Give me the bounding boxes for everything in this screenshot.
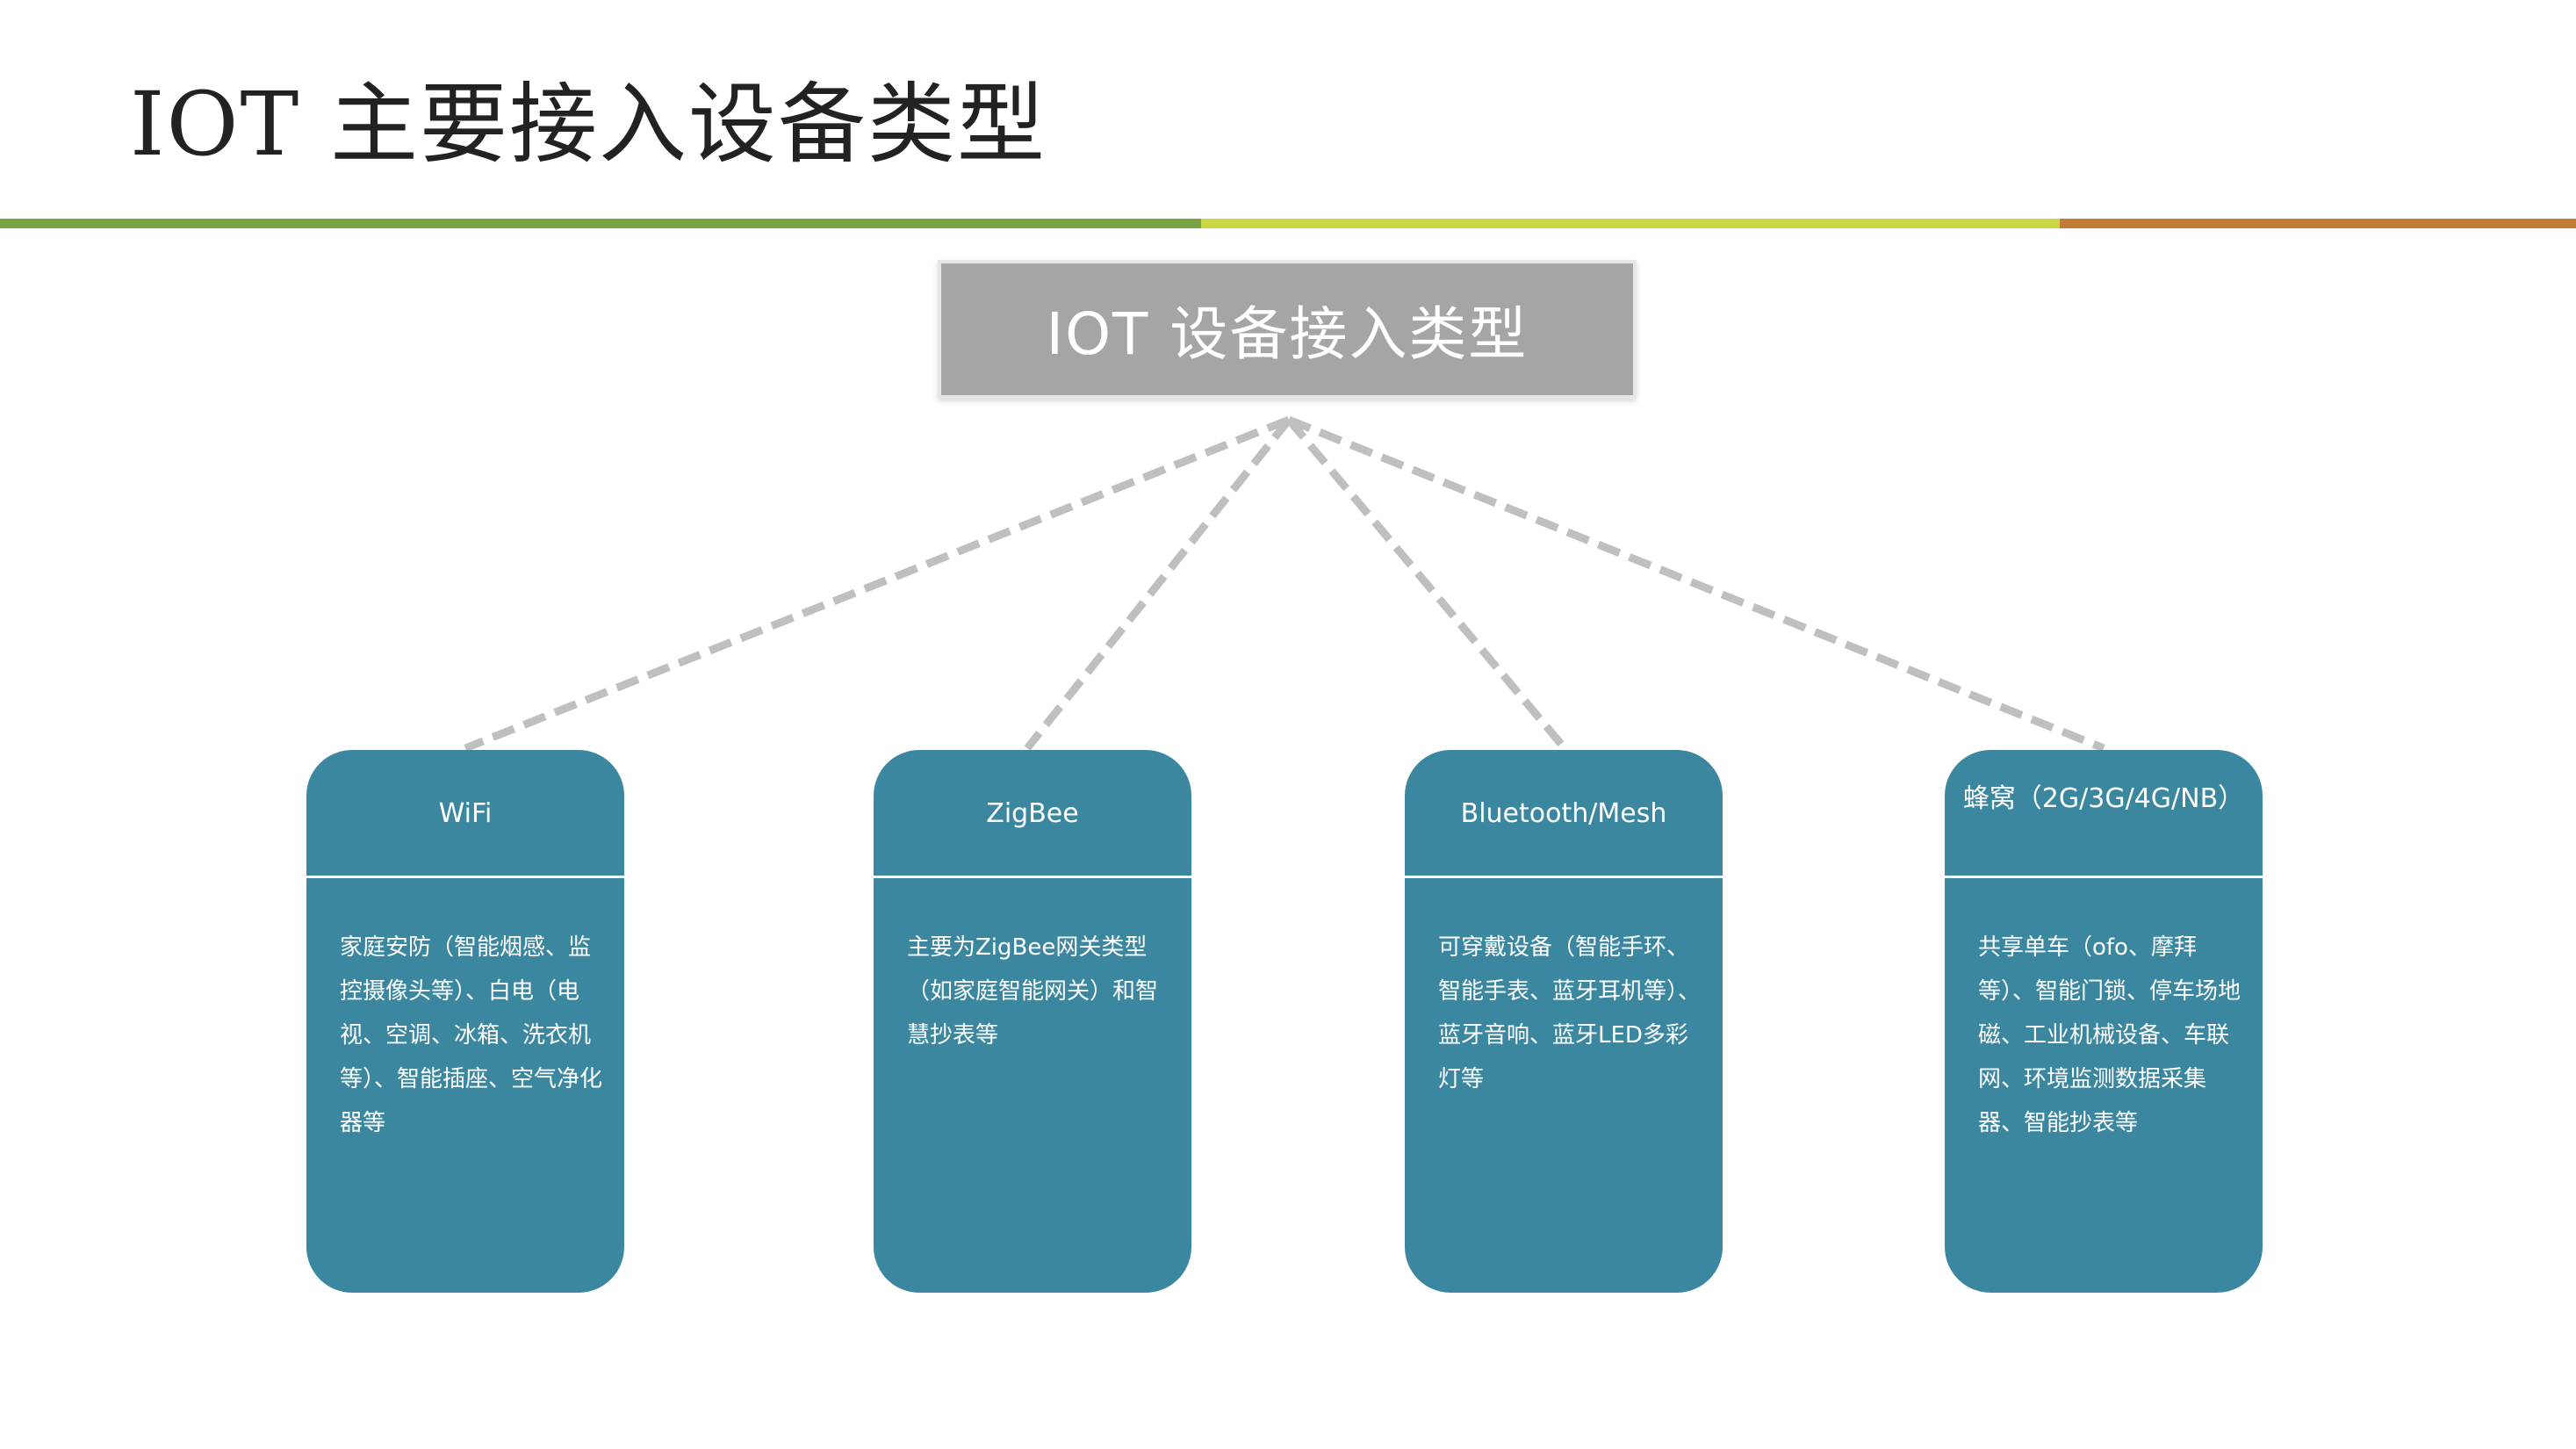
- root-node: IOT 设备接入类型: [938, 260, 1637, 399]
- accent-rule-orange: [2060, 219, 2576, 228]
- card-divider: [1945, 876, 2263, 878]
- slide-title: IOT 主要接入设备类型: [130, 73, 1047, 176]
- root-label: IOT 设备接入类型: [1046, 300, 1529, 368]
- card-title: Bluetooth/Mesh: [1460, 797, 1667, 829]
- type-card-cellular: 蜂窝（2G/3G/4G/NB） 共享单车（ofo、摩拜等）、智能门锁、停车场地磁…: [1945, 750, 2263, 1293]
- connector-bluetooth: [1285, 417, 1568, 751]
- card-divider: [306, 876, 624, 878]
- card-title: ZigBee: [986, 797, 1079, 829]
- connector-zigbee: [1024, 417, 1292, 751]
- connector-wifi: [464, 415, 1291, 753]
- connector-cellular: [1287, 415, 2105, 753]
- type-card-wifi: WiFi 家庭安防（智能烟感、监控摄像头等）、白电（电视、空调、冰箱、洗衣机等）…: [306, 750, 624, 1293]
- card-title: WiFi: [438, 797, 493, 829]
- card-title: 蜂窝（2G/3G/4G/NB）: [1962, 783, 2245, 814]
- card-description: 可穿戴设备（智能手环、智能手表、蓝牙耳机等）、蓝牙音响、蓝牙LED多彩灯等: [1438, 934, 1702, 1092]
- card-description: 共享单车（ofo、摩拜等）、智能门锁、停车场地磁、工业机械设备、车联网、环境监测…: [1978, 934, 2241, 1136]
- card-description: 家庭安防（智能烟感、监控摄像头等）、白电（电视、空调、冰箱、洗衣机等）、智能插座…: [340, 934, 603, 1136]
- card-description: 主要为ZigBee网关类型（如家庭智能网关）和智慧抄表等: [907, 934, 1159, 1049]
- accent-rule-lime: [1201, 219, 2060, 228]
- card-divider: [874, 876, 1191, 878]
- type-card-zigbee: ZigBee 主要为ZigBee网关类型（如家庭智能网关）和智慧抄表等: [874, 750, 1191, 1293]
- card-divider: [1405, 876, 1723, 878]
- type-card-bluetooth: Bluetooth/Mesh 可穿戴设备（智能手环、智能手表、蓝牙耳机等）、蓝牙…: [1405, 750, 1723, 1293]
- accent-rule-green: [0, 219, 1201, 228]
